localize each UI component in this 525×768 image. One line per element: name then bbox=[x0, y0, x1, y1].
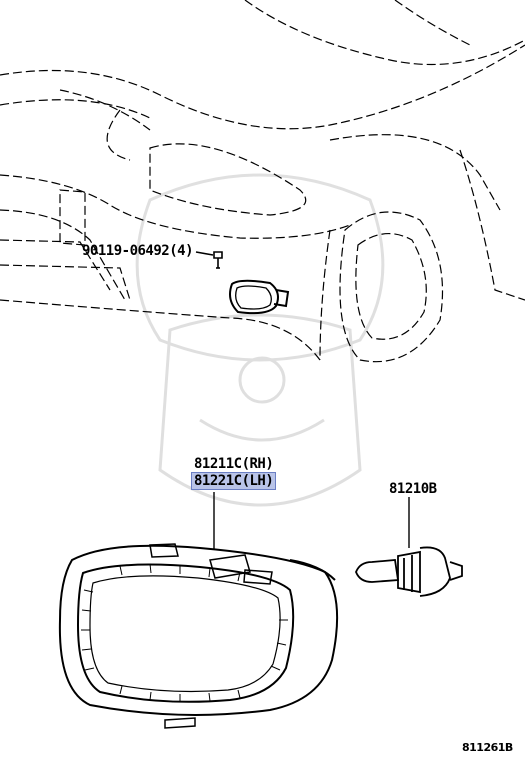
bolt-part bbox=[195, 251, 223, 269]
fog-lamp-assembly bbox=[58, 543, 339, 729]
watermark-logo bbox=[135, 173, 385, 507]
lens-hatching bbox=[81, 563, 288, 702]
callout-lamp-rh: 81211C(RH) bbox=[194, 456, 274, 472]
callout-lamp-lh: 81221C(LH) bbox=[190, 472, 277, 490]
bulb-part bbox=[355, 546, 463, 597]
leader-lines bbox=[213, 492, 410, 550]
callout-bulb: 81210B bbox=[389, 481, 437, 497]
figure-code: 811261B bbox=[462, 741, 513, 754]
callout-bolt: 90119-06492(4) bbox=[82, 243, 194, 259]
car-body-outline bbox=[0, 0, 525, 363]
fog-lamp-installed bbox=[229, 279, 290, 315]
